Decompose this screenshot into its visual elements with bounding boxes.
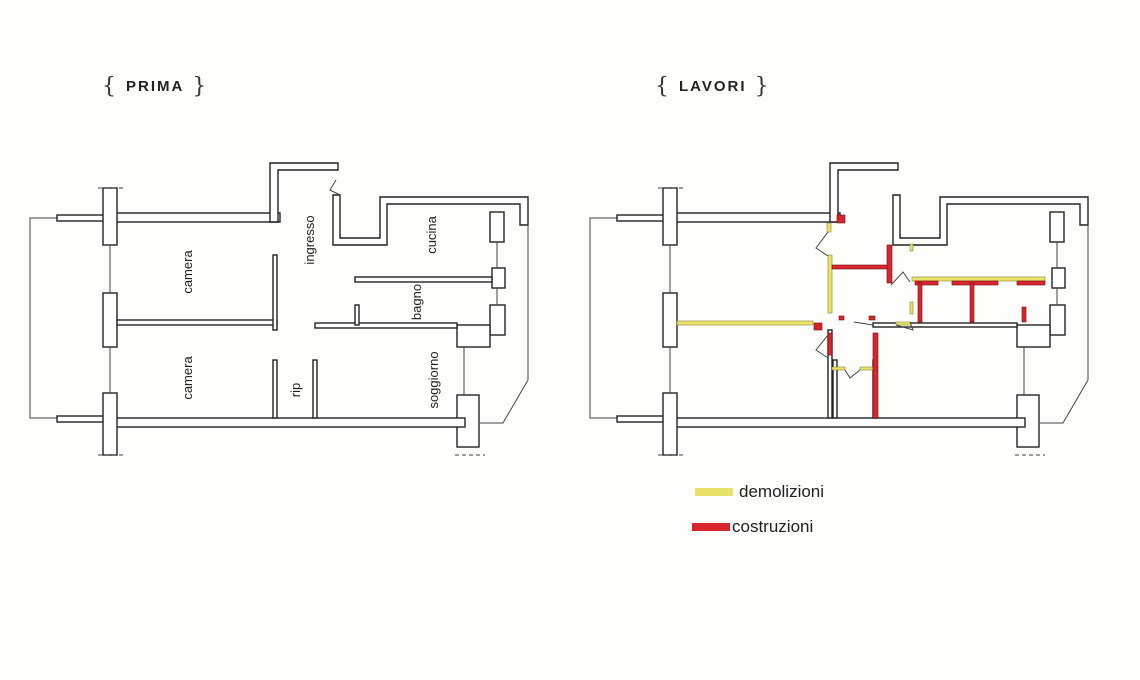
legend-demolizioni: demolizioni xyxy=(695,482,824,502)
wall xyxy=(354,276,493,283)
legend-swatch-yellow xyxy=(695,488,733,496)
brace-close: } xyxy=(754,74,771,99)
brace-open: { xyxy=(102,74,118,99)
legend-label: demolizioni xyxy=(739,482,825,501)
brace-open: { xyxy=(655,74,671,99)
demolitions xyxy=(676,222,1046,371)
room-label-soggiorno: soggiorno xyxy=(426,351,441,408)
door-swings xyxy=(815,231,914,379)
wall xyxy=(116,319,278,326)
plan-prima: camera camera ingresso cucina bagno sogg… xyxy=(29,162,529,456)
wall xyxy=(872,322,1018,328)
wall xyxy=(354,304,360,326)
wall xyxy=(272,254,278,331)
title-lavori: { LAVORI } xyxy=(655,74,771,99)
brace-close: } xyxy=(192,74,209,99)
legend-swatch-red xyxy=(692,523,730,531)
plan-lavori xyxy=(589,162,1089,456)
room-label-camera: camera xyxy=(180,356,195,400)
room-label-bagno: bagno xyxy=(409,284,424,320)
constructions xyxy=(813,214,1046,419)
legend-costruzioni: costruzioni xyxy=(692,517,813,537)
room-label-rip: rip xyxy=(288,383,303,397)
room-label-camera: camera xyxy=(180,250,195,294)
door-swing xyxy=(329,179,341,196)
room-label-ingresso: ingresso xyxy=(302,215,317,264)
title-prima-text: PRIMA xyxy=(126,78,185,95)
wall xyxy=(314,322,458,329)
title-lavori-text: LAVORI xyxy=(679,78,747,95)
wall xyxy=(827,329,833,419)
room-label-cucina: cucina xyxy=(424,215,439,253)
title-prima: { PRIMA } xyxy=(102,74,208,99)
legend-label: costruzioni xyxy=(732,517,814,536)
